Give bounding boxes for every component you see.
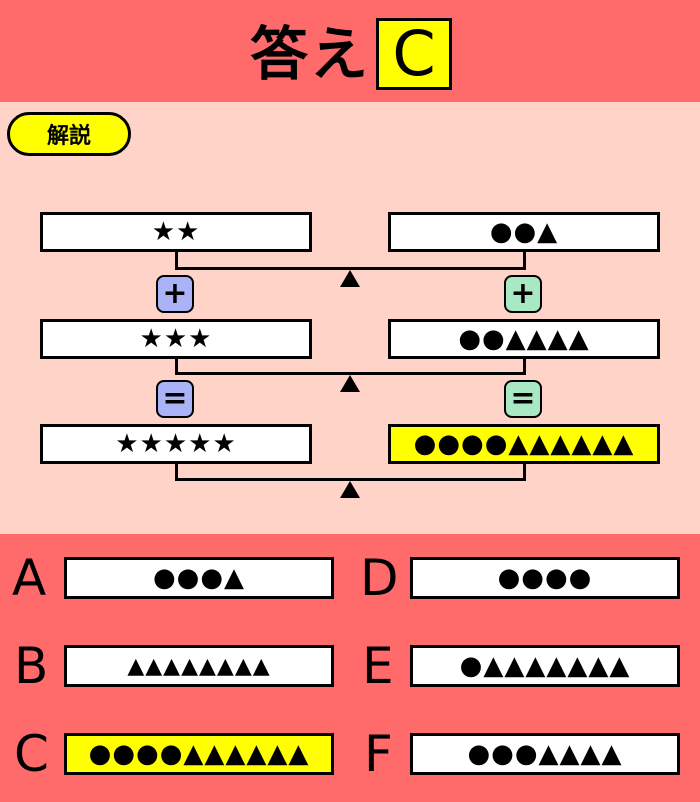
right-bar-2: ●●▲▲▲▲ [388, 319, 660, 359]
answer-header: 答え C [0, 0, 700, 102]
balance-beam-1 [175, 267, 526, 270]
left-plus-icon: + [156, 275, 194, 313]
right-bar-3-highlighted: ●●●●▲▲▲▲▲▲ [388, 424, 660, 464]
left-bar-3: ★★★★★ [40, 424, 312, 464]
balance-beam-3 [175, 478, 526, 481]
option-c-letter: C [14, 725, 49, 783]
option-e-bar[interactable]: ●▲▲▲▲▲▲▲ [410, 645, 680, 687]
answer-title: 答え C [250, 18, 453, 90]
left-bar-2: ★★★ [40, 319, 312, 359]
fulcrum-triangle-icon [340, 481, 360, 498]
left-bar-1: ★★ [40, 212, 312, 252]
fulcrum-triangle-icon [340, 375, 360, 392]
option-e-letter: E [362, 637, 394, 695]
connector-left-3 [175, 464, 178, 481]
connector-right-3 [523, 464, 526, 481]
left-equals-icon: = [156, 380, 194, 418]
right-bar-1: ●●▲ [388, 212, 660, 252]
connector-right-2 [523, 359, 526, 375]
option-b-bar[interactable]: ▲▲▲▲▲▲▲▲ [64, 645, 334, 687]
option-c-bar-correct[interactable]: ●●●●▲▲▲▲▲▲ [64, 733, 334, 775]
option-b-letter: B [14, 637, 49, 695]
option-f-letter: F [364, 725, 393, 783]
connector-left-1 [175, 252, 178, 270]
option-f-bar[interactable]: ●●●▲▲▲▲ [410, 733, 680, 775]
explanation-panel: 解説 ★★ ★★★ ★★★★★ ●●▲ ●●▲▲▲▲ ●●●●▲▲▲▲▲▲ + … [0, 102, 700, 534]
balance-beam-2 [175, 372, 526, 375]
option-a-bar[interactable]: ●●●▲ [64, 557, 334, 599]
connector-left-2 [175, 359, 178, 375]
option-a-letter: A [12, 549, 47, 607]
explanation-label: 解説 [7, 112, 131, 156]
connector-right-1 [523, 252, 526, 270]
option-d-letter: D [360, 549, 399, 607]
answer-letter-box: C [376, 18, 453, 90]
answer-title-text: 答え [250, 20, 371, 88]
right-equals-icon: = [504, 380, 542, 418]
option-d-bar[interactable]: ●●●● [410, 557, 680, 599]
fulcrum-triangle-icon [340, 270, 360, 287]
right-plus-icon: + [504, 275, 542, 313]
